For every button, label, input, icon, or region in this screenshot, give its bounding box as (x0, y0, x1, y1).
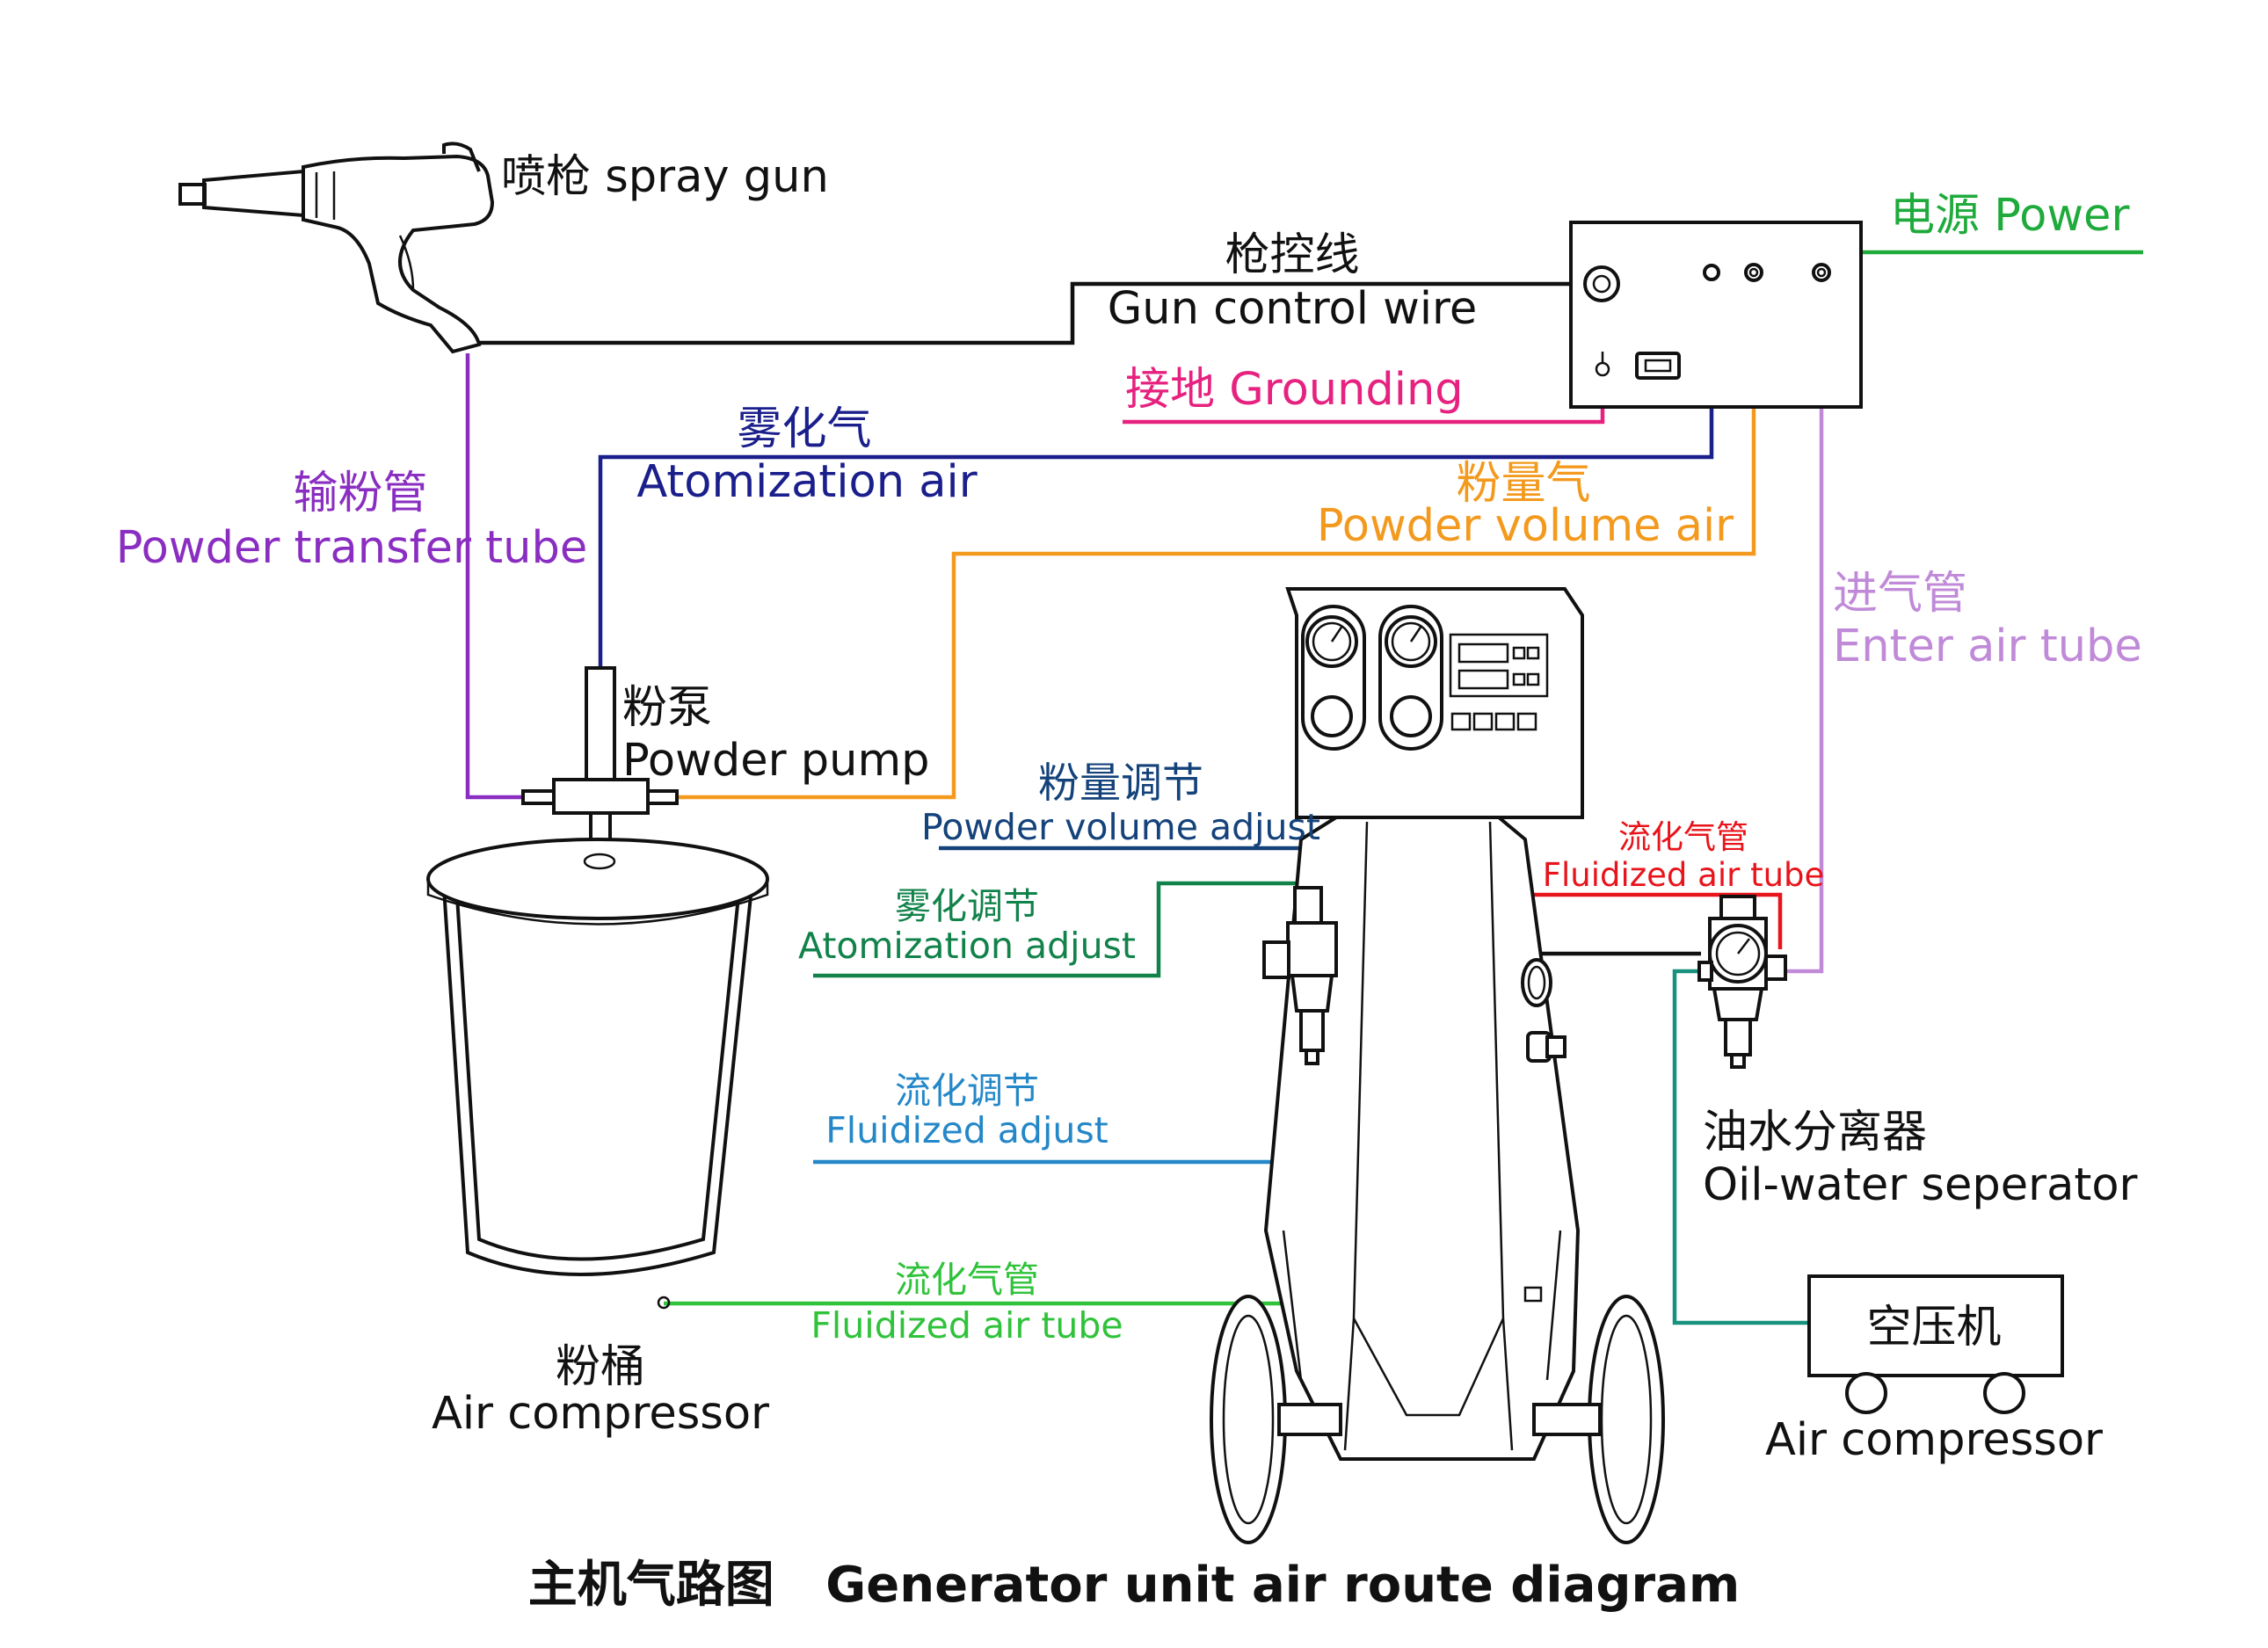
air-compressor-box-label: 空压机 (1866, 1302, 2001, 1354)
oil-water-separator-drawing (1697, 895, 1787, 1069)
oil-water-separator-label-en: Oil-water seperator (1703, 1159, 2138, 1211)
powder-bucket-label-cn: 粉桶 (556, 1341, 645, 1393)
air-compressor-line (1672, 969, 1809, 1325)
powder-transfer-tube-line (465, 353, 523, 800)
powder-volume-air-label-en: Powder volume air (1317, 500, 1734, 552)
spray-gun-drawing (178, 142, 495, 354)
powder-volume-air-label-cn: 粉量气 (1456, 458, 1590, 510)
atomization-air-label-en: Atomization air (636, 456, 977, 508)
fluidized-air-tube-top-label-en: Fluidized air tube (1543, 856, 1825, 894)
enter-air-tube-line (1783, 274, 1824, 974)
fluidized-adjust-label-en: Fluidized adjust (825, 1109, 1109, 1151)
atomization-adjust-label-cn: 雾化调节 (895, 885, 1039, 927)
air-compressor-drawing (1807, 1274, 2064, 1414)
powder-bucket-drawing (426, 838, 769, 1310)
fluidized-air-tube-top-line (1525, 892, 1783, 949)
gun-control-wire-label-cn: 枪控线 (1225, 229, 1359, 281)
powder-volume-adjust-label-en: Powder volume adjust (921, 806, 1320, 848)
fluidized-air-tube-top-label-cn: 流化气管 (1618, 818, 1748, 856)
fluidized-air-tube-bottom-label-en: Fluidized air tube (811, 1304, 1123, 1347)
control-box-drawing (1569, 221, 1863, 409)
atomization-adjust-label-en: Atomization adjust (798, 925, 1136, 967)
powder-pump-label-en: Powder pump (622, 735, 930, 787)
grounding-label: 接地 Grounding (1125, 364, 1464, 416)
enter-air-tube-label-cn: 进气管 (1833, 568, 1967, 620)
spray-gun-label: 喷枪 spray gun (501, 151, 829, 203)
powder-pump-label-cn: 粉泵 (622, 682, 712, 734)
powder-volume-adjust-label-cn: 粉量调节 (1038, 759, 1203, 808)
generator-cart-drawing (1210, 587, 1665, 1544)
powder-bucket-label-en: Air compressor (432, 1388, 769, 1440)
labels: 喷枪 spray gun 枪控线 Gun control wire 电源 Pow… (116, 151, 2142, 1614)
gun-control-wire-line (479, 281, 1578, 345)
enter-air-tube-label-en: Enter air tube (1833, 621, 2142, 672)
powder-volume-air-line (677, 274, 1756, 800)
atomization-air-label-cn: 雾化气 (737, 403, 871, 455)
diagram-title: 主机气路图 Generator unit air route diagram (528, 1557, 1740, 1614)
powder-transfer-tube-label-cn: 输粉管 (293, 468, 427, 519)
gun-control-wire-label-en: Gun control wire (1108, 283, 1477, 335)
air-compressor-label-en: Air compressor (1765, 1414, 2103, 1466)
powder-transfer-tube-label-en: Powder transfer tube (116, 522, 587, 574)
fluidized-air-tube-bottom-label-cn: 流化气管 (895, 1259, 1039, 1301)
fluidized-adjust-label-cn: 流化调节 (895, 1070, 1039, 1112)
oil-water-separator-label-cn: 油水分离器 (1703, 1107, 1927, 1158)
power-label: 电源 Power (1890, 190, 2129, 242)
